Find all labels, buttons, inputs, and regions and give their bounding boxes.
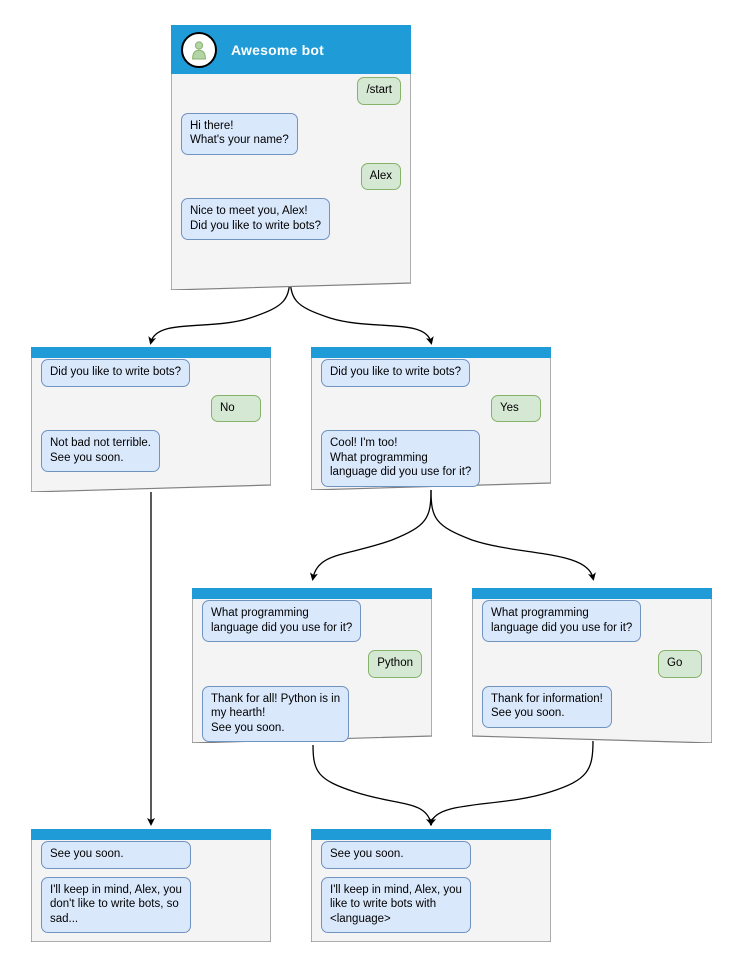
user-message-bubble[interactable]: /start	[357, 77, 401, 105]
node-screen-end-with-language[interactable]: See you soon. I'll keep in mind, Alex, y…	[311, 829, 551, 942]
message-row: I'll keep in mind, Alex, you don't like …	[41, 876, 261, 933]
edge-python-to-end	[312, 744, 434, 826]
message-row: Alex	[181, 162, 401, 190]
node-screen-answer-go[interactable]: What programming language did you use fo…	[472, 588, 712, 743]
node-screen-end-no-bots[interactable]: See you soon. I'll keep in mind, Alex, y…	[31, 829, 271, 942]
bot-message-bubble[interactable]: Not bad not terrible. See you soon.	[41, 430, 161, 472]
message-row: Did you like to write bots?	[321, 359, 541, 387]
node-header-bar	[192, 588, 432, 599]
bot-message-bubble[interactable]: Nice to meet you, Alex! Did you like to …	[181, 198, 331, 240]
message-row: No	[41, 394, 261, 422]
node-header-bar	[311, 347, 551, 358]
node-header-bar: Awesome bot	[171, 25, 411, 74]
user-message-bubble[interactable]: Yes	[491, 394, 541, 422]
message-row: Did you like to write bots?	[41, 359, 261, 387]
message-row: Hi there! What's your name?	[181, 112, 401, 155]
chat-transcript: See you soon. I'll keep in mind, Alex, y…	[31, 841, 271, 941]
bot-message-bubble[interactable]: See you soon.	[321, 841, 471, 869]
bot-name-label: Awesome bot	[231, 41, 324, 58]
message-row: See you soon.	[41, 841, 261, 869]
person-avatar-icon	[181, 31, 217, 68]
bot-message-bubble[interactable]: Cool! I'm too! What programming language…	[321, 430, 481, 487]
message-row: Nice to meet you, Alex! Did you like to …	[181, 198, 401, 240]
message-row: Thank for information! See you soon.	[482, 685, 702, 728]
node-header-bar	[31, 347, 271, 358]
bot-message-bubble[interactable]: Did you like to write bots?	[41, 359, 191, 387]
bot-message-bubble[interactable]: Thank for information! See you soon.	[482, 685, 612, 728]
chat-transcript: What programming language did you use fo…	[192, 600, 432, 750]
message-row: Not bad not terrible. See you soon.	[41, 430, 261, 472]
edge-yes-to-go	[430, 489, 596, 581]
node-root-screen[interactable]: Awesome bot /start Hi there! What's your…	[171, 25, 411, 290]
edge-go-to-end	[428, 740, 594, 826]
bot-message-bubble[interactable]: Hi there! What's your name?	[181, 112, 298, 155]
chat-transcript: /start Hi there! What's your name? Alex …	[171, 77, 411, 248]
chat-transcript: Did you like to write bots? No Not bad n…	[31, 359, 271, 480]
bot-message-bubble[interactable]: See you soon.	[41, 841, 191, 869]
node-header-bar	[31, 829, 271, 840]
bot-message-bubble[interactable]: I'll keep in mind, Alex, you don't like …	[41, 876, 191, 933]
user-message-bubble[interactable]: Go	[658, 650, 702, 678]
user-message-bubble[interactable]: Python	[368, 650, 422, 678]
message-row: Python	[202, 650, 422, 678]
message-row: Cool! I'm too! What programming language…	[321, 430, 541, 487]
bot-message-bubble[interactable]: Did you like to write bots?	[321, 359, 471, 387]
bot-message-bubble[interactable]: I'll keep in mind, Alex, you like to wri…	[321, 876, 471, 933]
bot-message-bubble[interactable]: Thank for all! Python is in my hearth! S…	[202, 685, 350, 742]
node-screen-answer-no[interactable]: Did you like to write bots? No Not bad n…	[31, 347, 271, 492]
person-glyph	[192, 40, 206, 59]
message-row: What programming language did you use fo…	[482, 600, 702, 642]
chat-transcript: Did you like to write bots? Yes Cool! I'…	[311, 359, 551, 495]
message-row: Go	[482, 650, 702, 678]
node-header-bar	[311, 829, 551, 840]
message-row: Thank for all! Python is in my hearth! S…	[202, 685, 422, 742]
chat-transcript: See you soon. I'll keep in mind, Alex, y…	[311, 841, 551, 941]
message-row: Yes	[321, 394, 541, 422]
message-row: What programming language did you use fo…	[202, 600, 422, 642]
message-row: /start	[181, 77, 401, 105]
node-header-bar	[472, 588, 712, 599]
message-row: I'll keep in mind, Alex, you like to wri…	[321, 876, 541, 933]
user-message-bubble[interactable]: No	[211, 394, 261, 422]
message-row: See you soon.	[321, 841, 541, 869]
bot-message-bubble[interactable]: What programming language did you use fo…	[482, 600, 642, 642]
bot-message-bubble[interactable]: What programming language did you use fo…	[202, 600, 362, 642]
node-screen-answer-python[interactable]: What programming language did you use fo…	[192, 588, 432, 743]
chat-transcript: What programming language did you use fo…	[472, 600, 712, 736]
node-screen-answer-yes[interactable]: Did you like to write bots? Yes Cool! I'…	[311, 347, 551, 490]
user-message-bubble[interactable]: Alex	[360, 162, 401, 190]
edge-yes-to-python	[310, 489, 432, 581]
